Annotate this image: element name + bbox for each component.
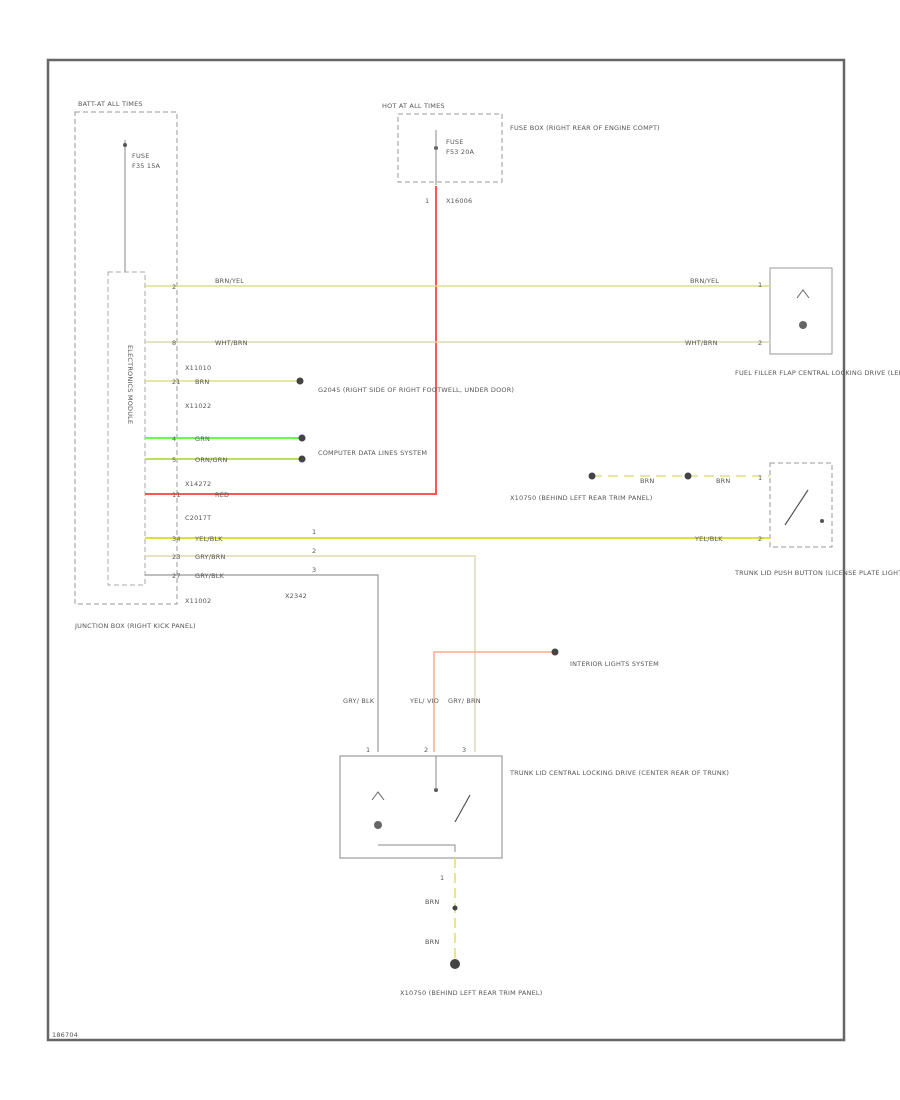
ground-bottom-label: X10750 (BEHIND LEFT REAR TRIM PANEL) [400,989,542,997]
pin-27: 27 [172,572,181,580]
bottom-splice [452,905,458,911]
wire-gry-brn [145,555,476,752]
push-button-switch [784,489,809,526]
x10750-behind: X10750 (BEHIND LEFT REAR TRIM PANEL) [510,494,652,502]
conn-c2017: C2017T [185,514,211,522]
pin-34: 34 [172,535,181,543]
conn-top: X16006 [446,197,472,205]
gry-brn-vertical: GRY/ BRN [448,697,481,705]
brn-top-node-b [684,472,692,480]
yel-vio-vertical: YEL/ VIO [409,697,439,705]
conn-x14272: X14272 [185,480,211,488]
drive-switch [454,794,471,823]
module-label: ELECTRONICS MODULE [126,345,134,424]
fuel-pin-1: 1 [758,281,762,289]
push-button-box [769,462,833,548]
brn-top-label: BRN [640,477,654,485]
yel-blk-left: YEL/BLK [194,535,223,543]
orn-grn-label: ORN/GRN [195,456,228,464]
fuel-filler-box [769,267,833,355]
drive-internal-wire [378,844,456,852]
red-label-h: RED [215,491,229,499]
orn-grn-node [298,455,306,463]
brn-yel-left: BRN/YEL [215,277,244,285]
top-fuse-box [397,113,503,183]
k1-label: 1 [312,528,316,536]
left-fuse-rating: F35 15A [132,162,161,170]
wire-interior-lights [433,651,553,752]
interior-lights-node [551,648,559,656]
electronics-module [107,271,146,586]
pin-23: 23 [172,553,181,561]
fuel-pin-2: 2 [758,339,762,347]
pin-21: 21 [172,378,181,386]
ground-node [296,377,304,385]
pin-5: 5 [172,456,176,464]
diagram-frame [46,58,846,1042]
junction-box-label: JUNCTION BOX (RIGHT KICK PANEL) [74,622,196,630]
brn-yel-right: BRN/YEL [690,277,719,285]
brn-1-label: BRN [195,378,209,386]
top-fuse-label: FUSE [446,138,464,146]
brn-right-label: BRN [716,477,730,485]
top-hot-label: HOT AT ALL TIMES [382,102,445,110]
gry-brn-label: GRY/BRN [195,553,226,561]
k2-label: 2 [312,547,316,555]
wire-gry-blk [145,574,379,752]
pin-11: 11 [172,491,181,499]
fuse-box-location: FUSE BOX (RIGHT REAR OF ENGINE COMPT) [510,124,660,132]
drv-pin-2: 2 [424,746,428,754]
grn-label: GRN [195,435,210,443]
gry-blk-vertical: GRY/ BLK [343,697,375,705]
ground-bottom-node [450,959,460,969]
wht-brn-left: WHT/BRN [215,339,248,347]
conn-x11010: X11010 [185,364,211,372]
pin-8: 8 [172,339,176,347]
push-button-label: TRUNK LID PUSH BUTTON (LICENSE PLATE LIG… [734,569,900,577]
pin-2: 2 [172,283,176,291]
left-fuse-node [123,143,127,147]
brn-top-node-a [588,472,596,480]
left-fuse-label: FUSE [132,152,150,160]
drive-motor-icon [371,791,385,801]
push-button-contact [820,519,824,523]
brn-bottom-1: BRN [425,898,439,906]
ground-g2045: G2045 (RIGHT SIDE OF RIGHT FOOTWELL, UND… [318,386,514,394]
drv-pin-1: 1 [366,746,370,754]
k3-label: 3 [312,566,316,574]
conn-x11002: X11002 [185,597,211,605]
red-power-wire [145,186,437,495]
grn-node [298,434,306,442]
pin-4: 4 [172,435,176,443]
interior-lights-label: INTERIOR LIGHTS SYSTEM [570,660,659,668]
computer-data-lines: COMPUTER DATA LINES SYSTEM [318,449,427,457]
push-pin-1: 1 [758,474,762,482]
fuel-filler-motor-icon [796,289,810,299]
bottom-pin: 1 [440,874,444,882]
conn-x11022: X11022 [185,402,211,410]
left-fuse-box [74,111,178,605]
fuel-filler-label: FUEL FILLER FLAP CENTRAL LOCKING DRIVE (… [735,369,900,377]
drive-motor [374,821,382,829]
top-fuse-rating: F53 20A [446,148,475,156]
trunk-drive-label: TRUNK LID CENTRAL LOCKING DRIVE (CENTER … [509,769,729,777]
brn-bottom-2: BRN [425,938,439,946]
fuel-filler-motor [799,321,807,329]
conn-x2342: X2342 [285,592,307,600]
page-id: 186704 [52,1031,78,1039]
left-hot-label: BATT-AT ALL TIMES [78,100,143,108]
top-pin: 1 [425,197,429,205]
drv-pin-3: 3 [462,746,466,754]
gry-blk-label: GRY/BLK [195,572,225,580]
wht-brn-right: WHT/BRN [685,339,718,347]
yel-blk-right: YEL/BLK [694,535,723,543]
push-pin-2: 2 [758,535,762,543]
trunk-drive-box [339,755,503,859]
